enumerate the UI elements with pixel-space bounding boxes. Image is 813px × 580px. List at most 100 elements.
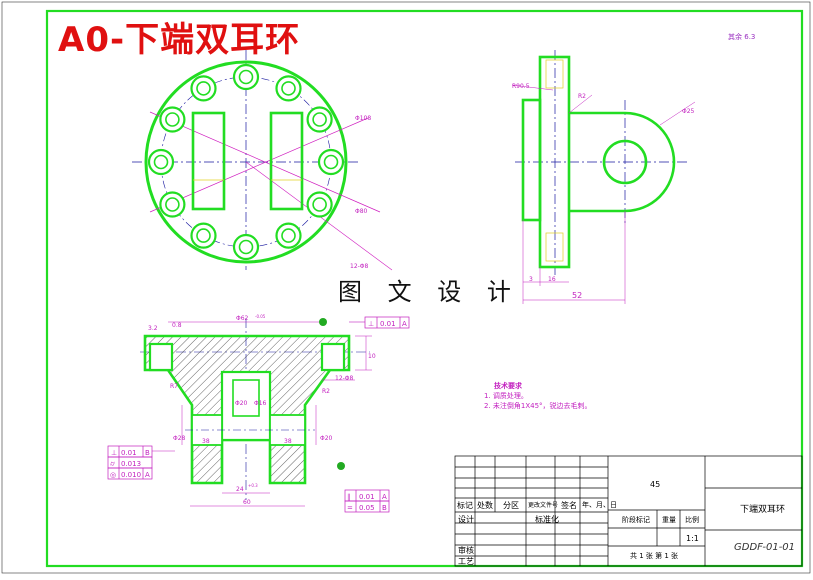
dim-r90: R90.5	[512, 83, 530, 90]
bolt-hole	[159, 191, 186, 218]
tech-note-2: 2. 未注倒角1X45°，锐边去毛刺。	[484, 402, 592, 410]
svg-text:B: B	[382, 504, 387, 512]
dim-d80: Φ80	[355, 208, 368, 215]
dim-r7: R7	[170, 383, 178, 390]
bolt-hole	[306, 191, 333, 218]
title-block	[454, 455, 803, 567]
bolt-hole-inner	[281, 81, 296, 96]
tb-sheet: 共 1 张 第 1 张	[630, 552, 679, 560]
gdt-left: ⊥ 0.01 B ⌭ 0.013 ◎ 0.010 A	[107, 445, 175, 480]
bolt-hole	[190, 75, 217, 102]
material: 45	[650, 480, 661, 489]
gdt-bottom: ∥ 0.01 A = 0.05 B	[344, 489, 390, 513]
bolt-hole-inner	[165, 197, 180, 212]
svg-text:∥: ∥	[347, 493, 351, 501]
dim-d62-tol: -0.05	[255, 314, 266, 319]
bolt-hole	[159, 106, 186, 133]
dim-24-tol: +0.3	[248, 483, 258, 488]
dim-10: 10	[368, 353, 376, 360]
dim-d20-b: Φ20	[320, 435, 333, 442]
bolt-hole-inner	[312, 197, 327, 212]
tb-label-jieduan: 阶段标记	[622, 516, 650, 524]
svg-text:=: =	[347, 504, 353, 512]
tb-label-sheji: 设计	[458, 515, 474, 524]
dim-d16: Φ16	[254, 400, 267, 407]
dim-d108: Φ108	[355, 115, 371, 122]
dim-60: 60	[243, 499, 251, 506]
svg-text:⌭: ⌭	[110, 460, 115, 468]
bolt-hole	[232, 233, 260, 261]
svg-text:⊥: ⊥	[111, 449, 117, 457]
tb-label-chushu: 处数	[477, 501, 493, 510]
dim-3: 3	[529, 276, 533, 283]
svg-text:A: A	[382, 493, 387, 501]
side-view: R90.5 R2 Φ25 3 16 52	[511, 50, 696, 304]
bolt-hole	[317, 148, 345, 176]
tb-label-biaoji: 标记	[457, 501, 473, 510]
drawing-code: GDDF-01-01	[734, 542, 796, 553]
datum-b-marker	[337, 462, 345, 470]
tb-label-fenqu: 分区	[503, 501, 519, 510]
bolt-hole	[306, 106, 333, 133]
bolt-hole-inner	[153, 154, 169, 170]
dim-3-2: 3.2	[148, 325, 158, 332]
svg-text:B: B	[145, 449, 150, 457]
dim-52: 52	[572, 291, 582, 300]
inner-frame	[45, 9, 804, 568]
tb-label-genggai: 更改文件号	[528, 502, 559, 509]
svg-text:0.01: 0.01	[121, 449, 137, 457]
bolt-hole-inner	[238, 69, 254, 85]
svg-text:A: A	[145, 471, 150, 479]
bolt-hole	[275, 75, 302, 102]
drawing-title: A0-下端双耳环	[58, 20, 301, 60]
tech-notes-heading: 技术要求	[494, 382, 522, 390]
bolt-hole	[190, 222, 217, 249]
dim-d20-a: Φ20	[235, 400, 248, 407]
tech-note-1: 1. 调质处理。	[484, 392, 528, 400]
gdt-frames: ⊥ 0.01 A ⊥ 0.01 B ⌭ 0.013 ◎ 0.010 A	[107, 316, 410, 513]
svg-text:0.013: 0.013	[121, 460, 141, 468]
dim-r2: R2	[578, 93, 586, 100]
dim-0-8: 0.8	[172, 322, 182, 329]
dim-d25: Φ25	[682, 108, 695, 115]
svg-text:0.01: 0.01	[359, 493, 375, 501]
svg-text:0.01: 0.01	[380, 320, 396, 328]
roughness-value: 6.3	[744, 33, 756, 41]
bolt-hole-inner	[312, 112, 327, 127]
bolt-hole-inner	[196, 81, 211, 96]
dim-16: 16	[548, 276, 556, 283]
dim-38-a: 38	[202, 438, 210, 445]
tb-label-qianming: 签名	[561, 501, 577, 510]
svg-text:⊥: ⊥	[368, 320, 374, 328]
roughness-note: 其余 6.3	[728, 32, 755, 42]
svg-text:0.05: 0.05	[359, 504, 375, 512]
bolt-hole	[232, 63, 260, 91]
bolt-hole	[147, 148, 175, 176]
svg-text:◎: ◎	[110, 471, 116, 479]
dim-12-d8: 12-Φ8	[350, 263, 369, 270]
part-name: 下端双耳环	[740, 505, 786, 515]
tb-label-biaozhunhua: 标准化	[535, 515, 559, 524]
dim-12-d8-s: 12-Φ8	[335, 375, 354, 382]
bolt-hole-inner	[281, 228, 296, 243]
datum-a-marker	[319, 318, 327, 326]
dim-r2-s: R2	[322, 388, 330, 395]
dim-24: 24	[236, 486, 244, 493]
tb-label-shenhe: 审核	[458, 546, 474, 555]
tb-scale: 1:1	[686, 534, 699, 543]
tb-label-date: 年、月、日	[582, 501, 617, 509]
dim-d62: Φ62	[236, 315, 249, 322]
watermark-text: 图 文 设 计	[338, 278, 520, 306]
tb-label-gongyi: 工艺	[458, 557, 474, 566]
tb-label-zhongliang: 重量	[662, 516, 676, 524]
bolt-hole-inner	[196, 228, 211, 243]
dim-38-b: 38	[284, 438, 292, 445]
bolt-hole-inner	[165, 112, 180, 127]
svg-text:0.010: 0.010	[121, 471, 141, 479]
roughness-label: 其余	[728, 33, 742, 41]
dim-d28: Φ28	[173, 435, 186, 442]
bolt-hole-inner	[238, 239, 254, 255]
tb-label-bili: 比例	[685, 516, 699, 524]
